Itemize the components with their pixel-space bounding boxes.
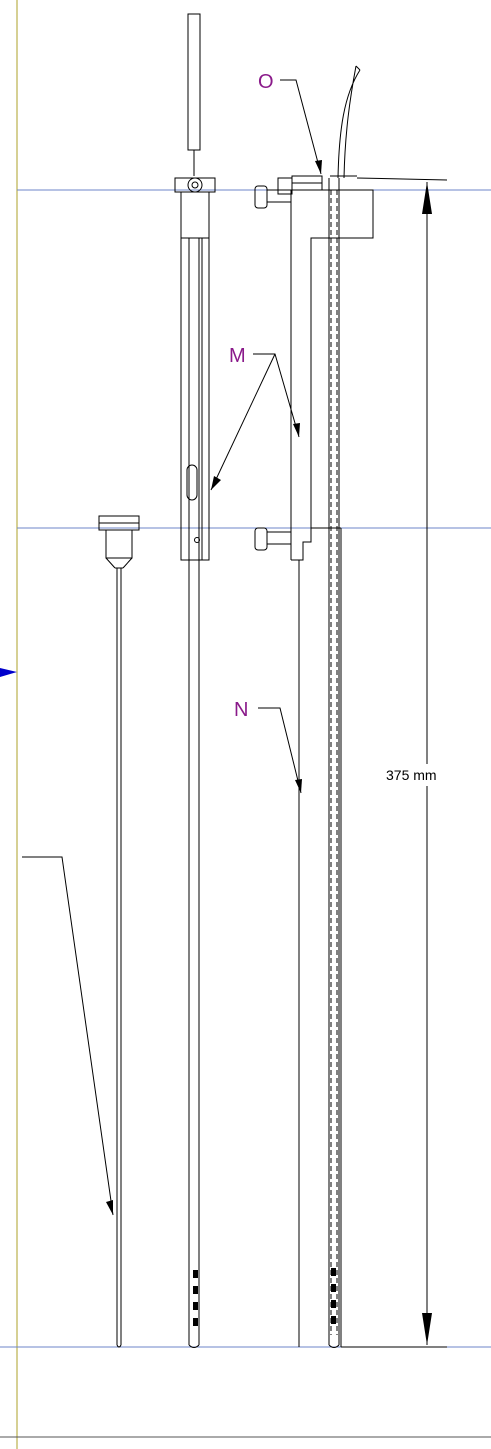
- right-tube-scale-marks: [331, 1268, 336, 1324]
- dimension-arrow-top: [422, 182, 432, 214]
- callout-label-o: O: [258, 71, 274, 93]
- right-hidden-tube: [330, 190, 338, 1335]
- middle-instrument: [174, 13, 216, 1348]
- leader-lines: [22, 79, 322, 1216]
- left-probe: [98, 515, 140, 1348]
- dimension-arrow-bottom: [422, 1313, 432, 1345]
- leader-arrowheads: [106, 160, 322, 1215]
- callout-label-n: N: [234, 699, 248, 721]
- view-marker-arrow: [0, 668, 17, 677]
- middle-rod-scale-marks: [193, 1270, 198, 1326]
- callout-label-m: M: [229, 345, 246, 367]
- dimension-text-background: [384, 764, 468, 786]
- dimension-375: [341, 177, 448, 1348]
- right-assembly: [254, 65, 374, 1348]
- dimension-text: 375 mm: [386, 767, 437, 783]
